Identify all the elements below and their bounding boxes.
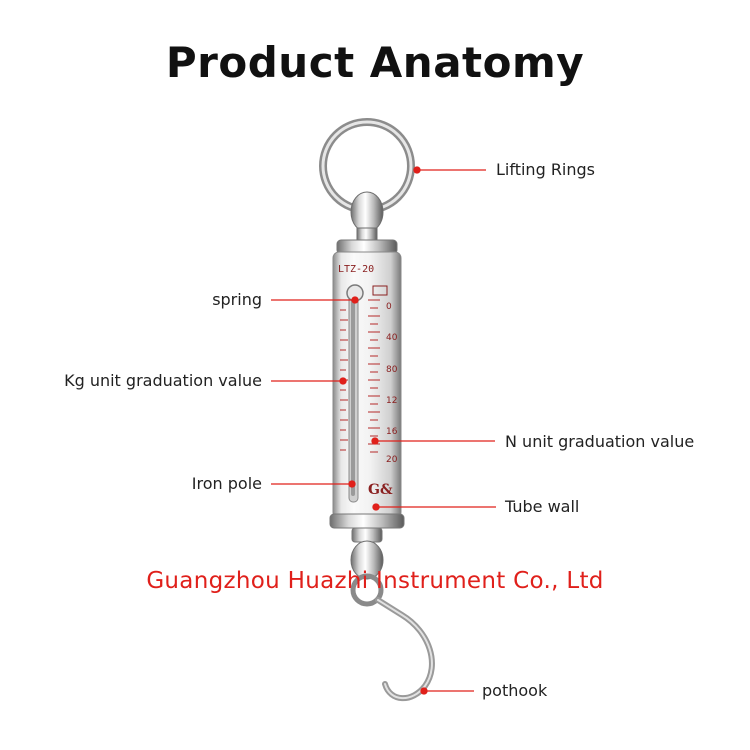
label-iron-pole: Iron pole: [191, 474, 262, 493]
top-swivel: [350, 191, 384, 243]
leader-lines: [271, 166, 496, 695]
scale-tick-label: 12: [386, 396, 397, 406]
device-model-marking: LTZ-20: [338, 264, 374, 275]
scale-tick-labels: 0 40 80 12 16 20: [386, 302, 398, 465]
label-n-unit-graduation: N unit graduation value: [505, 432, 695, 451]
pothook-shape: [375, 597, 435, 702]
page-title: Product Anatomy: [165, 38, 585, 87]
scale-tick-label: 16: [386, 427, 398, 437]
company-watermark: Guangzhou Huazhi Instrument Co., Ltd: [146, 568, 604, 594]
label-pothook: pothook: [482, 681, 548, 700]
label-kg-unit-graduation: Kg unit graduation value: [64, 371, 262, 390]
scale-tick-label: 20: [386, 455, 398, 465]
label-tube-wall: Tube wall: [505, 497, 580, 516]
bottom-swivel: [350, 540, 384, 607]
scale-tick-label: 80: [386, 365, 398, 375]
device-brand-marking: G&: [368, 482, 393, 498]
scale-tick-label: 0: [386, 302, 392, 312]
bottom-cap: [329, 513, 405, 543]
scale-tick-label: 40: [386, 333, 398, 343]
label-lifting-rings: Lifting Rings: [496, 160, 596, 179]
label-spring: spring: [212, 290, 262, 309]
tube-body: LTZ-20 0 40 80 12 16 20 G&: [332, 251, 402, 519]
